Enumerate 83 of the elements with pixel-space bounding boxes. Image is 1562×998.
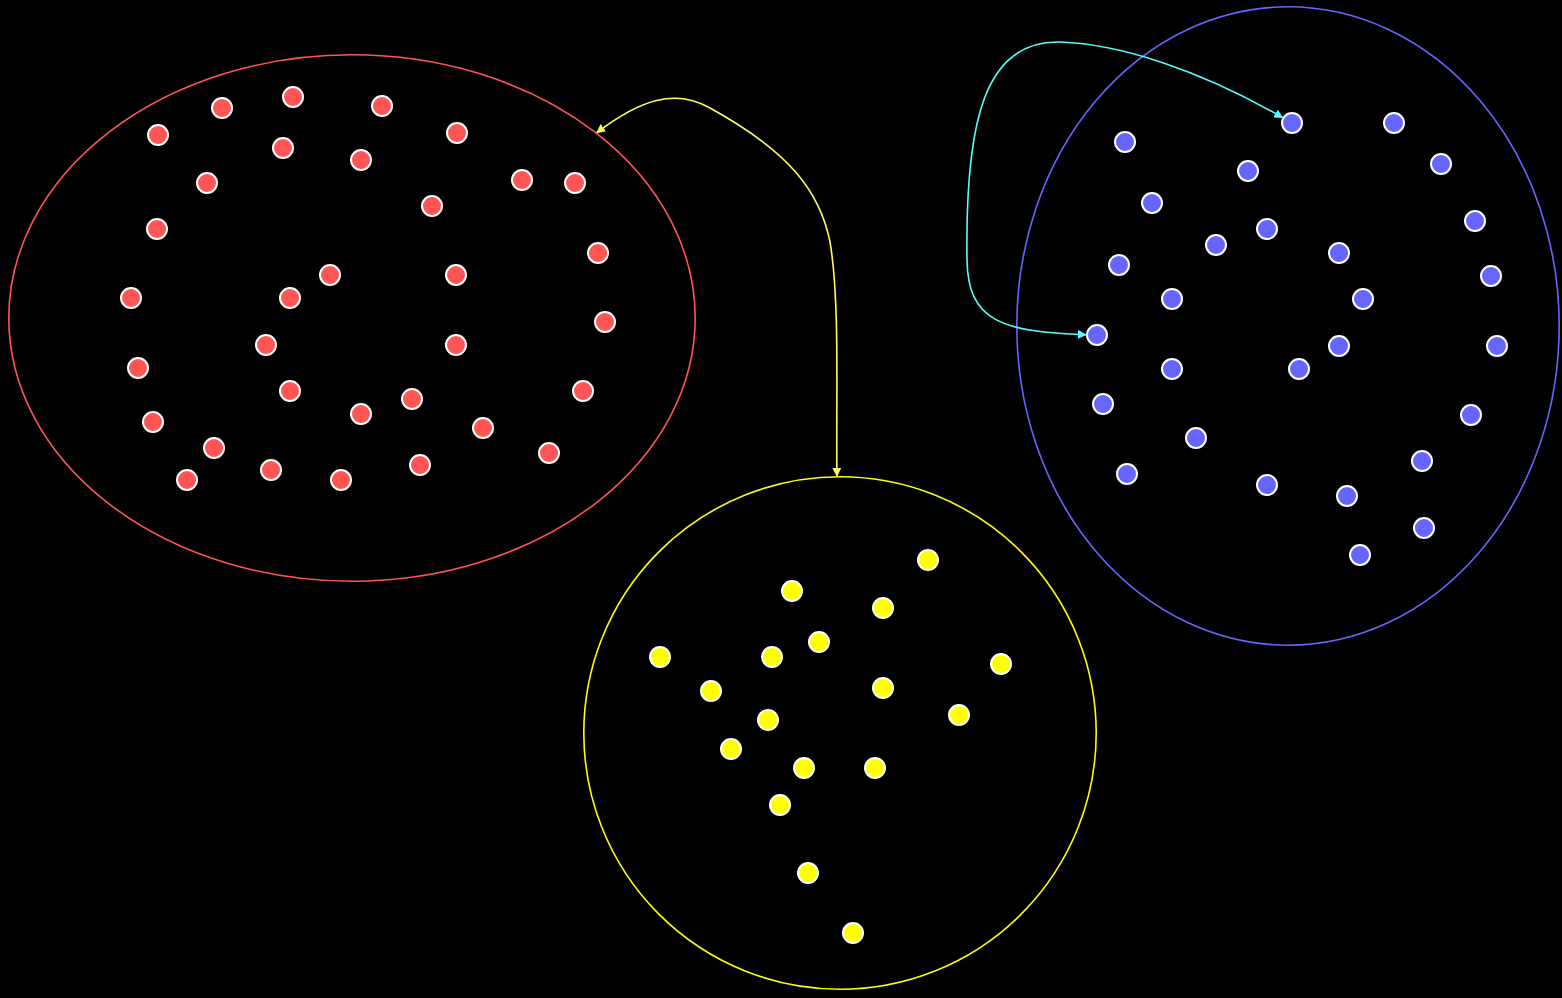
data-point bbox=[872, 677, 894, 699]
data-point bbox=[720, 738, 742, 760]
data-point bbox=[350, 149, 372, 171]
data-point bbox=[1108, 254, 1130, 276]
data-point bbox=[1328, 242, 1350, 264]
data-point bbox=[948, 704, 970, 726]
data-point bbox=[401, 388, 423, 410]
data-point bbox=[1486, 335, 1508, 357]
data-point bbox=[472, 417, 494, 439]
data-point bbox=[1161, 358, 1183, 380]
data-point bbox=[147, 124, 169, 146]
data-point bbox=[446, 122, 468, 144]
data-point bbox=[279, 380, 301, 402]
data-point bbox=[1383, 112, 1405, 134]
data-point bbox=[319, 264, 341, 286]
data-point bbox=[1185, 427, 1207, 449]
data-point bbox=[421, 195, 443, 217]
data-point bbox=[1161, 288, 1183, 310]
data-point bbox=[1411, 450, 1433, 472]
data-point bbox=[511, 169, 533, 191]
data-point bbox=[797, 862, 819, 884]
data-point bbox=[757, 709, 779, 731]
data-point bbox=[1352, 288, 1374, 310]
data-point bbox=[1256, 474, 1278, 496]
data-point bbox=[127, 357, 149, 379]
data-point bbox=[146, 218, 168, 240]
data-point bbox=[445, 334, 467, 356]
data-point bbox=[564, 172, 586, 194]
data-point bbox=[1141, 192, 1163, 214]
data-point bbox=[1464, 210, 1486, 232]
data-point bbox=[864, 757, 886, 779]
data-point bbox=[990, 653, 1012, 675]
double-arrow bbox=[966, 41, 1284, 339]
data-point bbox=[1116, 463, 1138, 485]
data-point bbox=[279, 287, 301, 309]
data-point bbox=[1237, 160, 1259, 182]
data-point bbox=[1460, 404, 1482, 426]
data-point bbox=[350, 403, 372, 425]
data-point bbox=[1256, 218, 1278, 240]
data-point bbox=[203, 437, 225, 459]
data-point bbox=[1114, 131, 1136, 153]
data-point bbox=[872, 597, 894, 619]
data-point bbox=[1413, 517, 1435, 539]
data-point bbox=[1430, 153, 1452, 175]
group-circle bbox=[583, 476, 1097, 990]
data-point bbox=[761, 646, 783, 668]
data-point bbox=[1086, 324, 1108, 346]
data-point bbox=[700, 680, 722, 702]
data-point bbox=[255, 334, 277, 356]
data-point bbox=[272, 137, 294, 159]
data-point bbox=[1480, 265, 1502, 287]
data-point bbox=[445, 264, 467, 286]
data-point bbox=[1281, 112, 1303, 134]
group-ellipse bbox=[1016, 6, 1560, 646]
data-point bbox=[1205, 234, 1227, 256]
data-point bbox=[917, 549, 939, 571]
group-ellipse bbox=[8, 54, 696, 582]
data-point bbox=[260, 459, 282, 481]
data-point bbox=[1328, 335, 1350, 357]
data-point bbox=[282, 86, 304, 108]
data-point bbox=[211, 97, 233, 119]
data-point bbox=[842, 922, 864, 944]
data-point bbox=[1336, 485, 1358, 507]
data-point bbox=[649, 646, 671, 668]
data-point bbox=[538, 442, 560, 464]
data-point bbox=[330, 469, 352, 491]
data-point bbox=[409, 454, 431, 476]
data-point bbox=[572, 380, 594, 402]
data-point bbox=[587, 242, 609, 264]
double-arrow bbox=[596, 97, 842, 477]
data-point bbox=[808, 631, 830, 653]
data-point bbox=[769, 794, 791, 816]
data-point bbox=[1092, 393, 1114, 415]
data-point bbox=[120, 287, 142, 309]
data-point bbox=[176, 469, 198, 491]
data-point bbox=[781, 580, 803, 602]
data-point bbox=[1349, 544, 1371, 566]
data-point bbox=[371, 95, 393, 117]
data-point bbox=[196, 172, 218, 194]
data-point bbox=[793, 757, 815, 779]
data-point bbox=[1288, 358, 1310, 380]
data-point bbox=[594, 311, 616, 333]
data-point bbox=[142, 411, 164, 433]
